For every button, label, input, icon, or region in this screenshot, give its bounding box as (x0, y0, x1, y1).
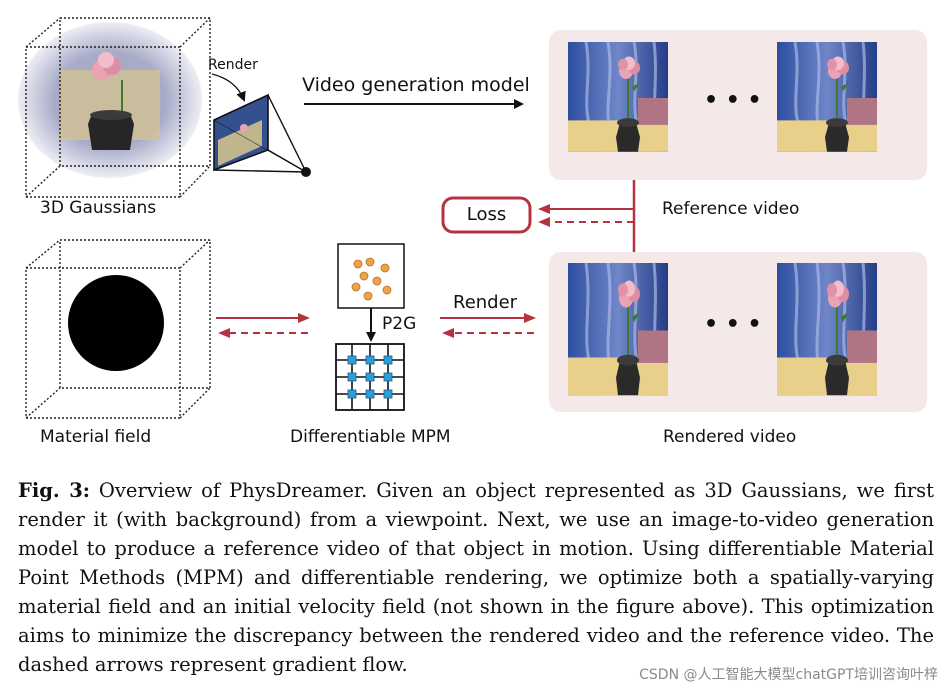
mpm-grid (335, 343, 405, 411)
loss-box (441, 196, 532, 234)
rendered-frame-last (777, 263, 877, 395)
material-field-sphere (68, 275, 164, 371)
particles-box (337, 243, 405, 309)
render-top-label: Render (208, 57, 258, 73)
material-field-cube (25, 239, 211, 419)
reference-video-panel (549, 30, 927, 180)
rendered-frame-first (568, 263, 668, 395)
video-generation-label: Video generation model (302, 74, 530, 96)
loss-label: Loss (466, 204, 507, 225)
rendered-video-panel (549, 252, 927, 412)
watermark: CSDN @人工智能大模型chatGPT培训咨询叶梓 (639, 664, 938, 684)
material-field-label: Material field (40, 427, 152, 447)
reference-frame-first (566, 40, 670, 154)
figure: Render Video generation model 3D Gaussia… (18, 17, 927, 447)
p2g-label: P2G (382, 314, 417, 334)
render-mid-label: Render (453, 292, 518, 313)
rendered-video-label: Rendered video (663, 427, 797, 447)
reference-frame-last (775, 40, 879, 154)
render-pointer-arrow (211, 73, 246, 102)
mpm-label: Differentiable MPM (290, 427, 451, 447)
caption-text: Overview of PhysDreamer. Given an object… (18, 479, 935, 676)
rendered-ellipsis: • • • (704, 312, 762, 337)
reference-video-label: Reference video (662, 199, 800, 219)
camera-center (301, 167, 311, 177)
reference-ellipsis: • • • (704, 88, 762, 113)
caption-fig-label: Fig. 3: (18, 479, 90, 502)
gaussians-label: 3D Gaussians (40, 198, 157, 218)
camera-frustum (211, 73, 311, 177)
figure-caption: Fig. 3: Overview of PhysDreamer. Given a… (18, 476, 934, 679)
gaussians-cube (18, 17, 211, 198)
figure-diagram (18, 17, 927, 419)
